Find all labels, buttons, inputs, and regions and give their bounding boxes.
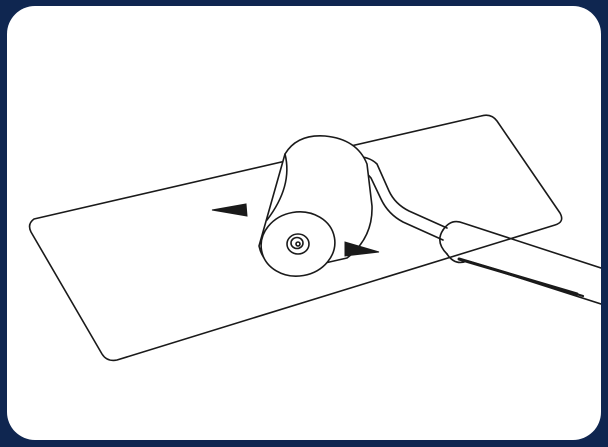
arrow-left — [212, 204, 247, 216]
grip-shade-2 — [467, 261, 583, 296]
axle-pin — [296, 242, 300, 246]
arrow-right — [345, 242, 379, 256]
roller-illustration — [7, 6, 601, 440]
grip-end — [440, 230, 447, 254]
illustration-panel — [7, 6, 601, 440]
